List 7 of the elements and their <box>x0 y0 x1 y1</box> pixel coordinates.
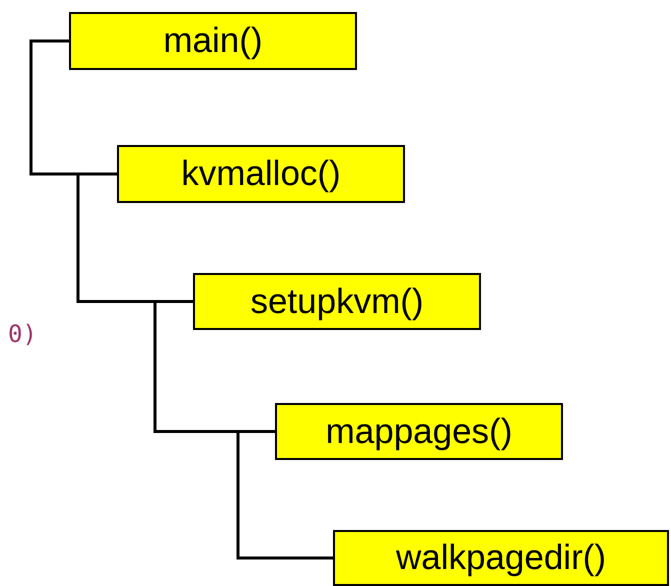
code-fragment: 0) <box>8 320 37 348</box>
function-box: mappages() <box>275 403 563 460</box>
function-box: setupkvm() <box>193 273 481 330</box>
function-box: walkpagedir() <box>333 530 669 586</box>
function-box: main() <box>69 12 357 70</box>
connector-line <box>236 430 333 560</box>
function-box: kvmalloc() <box>117 145 405 203</box>
